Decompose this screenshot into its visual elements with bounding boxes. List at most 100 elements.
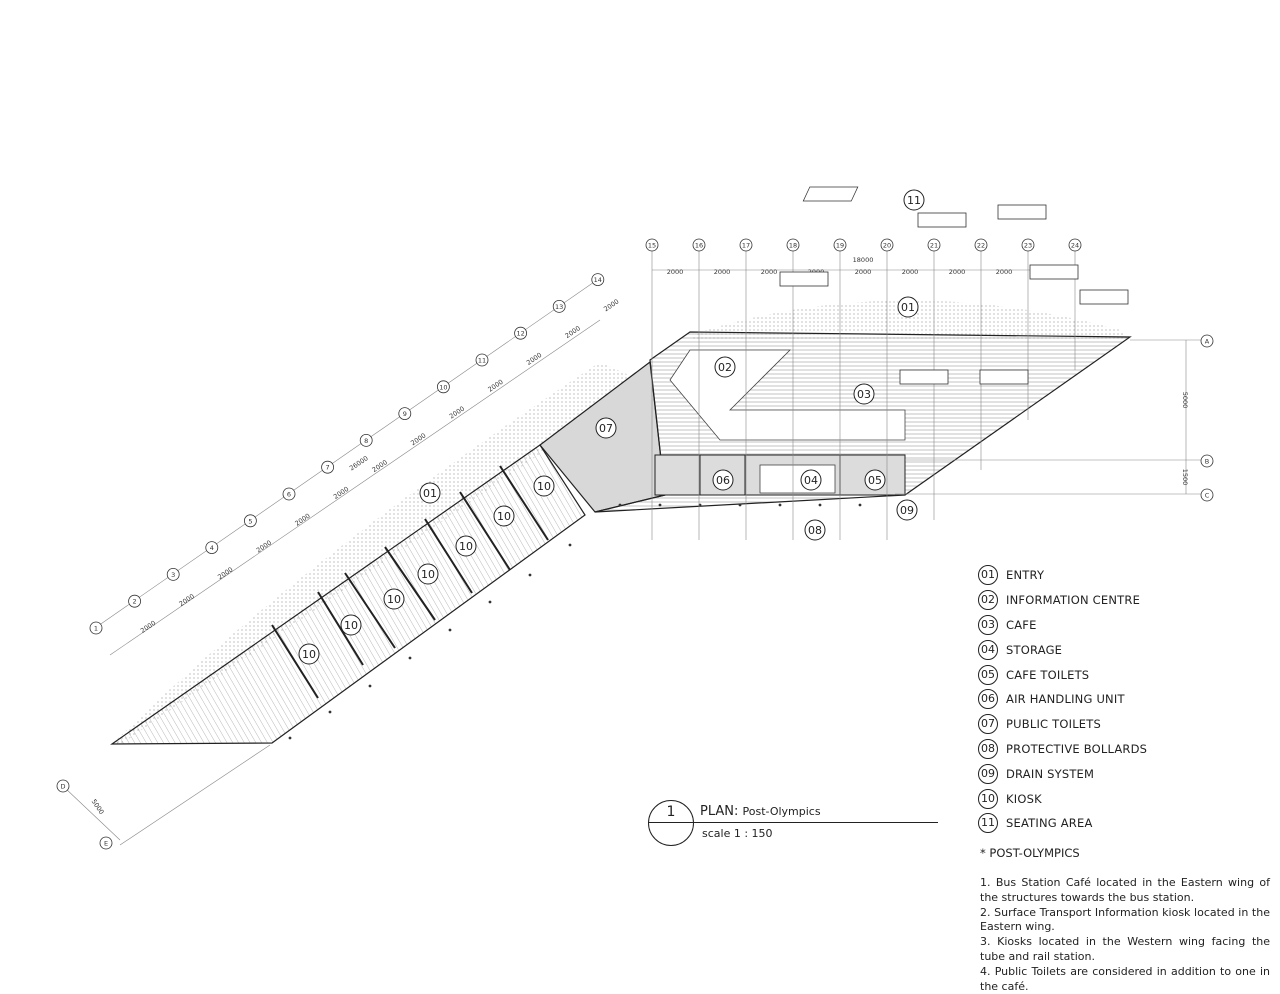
west-axis-bubble [128, 594, 142, 608]
legend-number: 01 [978, 565, 998, 586]
row-dim-ab: 5000 [1181, 392, 1189, 409]
east-span-3: 2000 [761, 268, 778, 276]
east-axis-21: 21 [930, 242, 938, 250]
east-axis-24: 24 [1071, 242, 1079, 250]
west-span-dim: 2000 [602, 297, 620, 313]
west-axis-number: 1 [94, 625, 98, 633]
west-span-dim: 2000 [255, 539, 273, 555]
legend-number: 02 [978, 590, 998, 611]
legend-label: ENTRY [1006, 568, 1045, 583]
row-letter-b: B [1205, 458, 1209, 466]
west-axis-number: 7 [326, 464, 330, 472]
row-letter-a: A [1205, 338, 1210, 346]
legend-label: DRAIN SYSTEM [1006, 766, 1095, 781]
legend-number: 04 [978, 639, 998, 660]
legend-number: 11 [978, 813, 998, 834]
kiosk-label: 10 [537, 480, 551, 493]
west-axis-number: 9 [403, 410, 407, 418]
west-axis-bubble [321, 460, 335, 474]
west-overall-dim: 26000 [348, 454, 370, 472]
drawing-number-circle [648, 800, 694, 846]
room-label-07: 07 [599, 422, 613, 435]
west-axis-bubble [166, 568, 180, 581]
drawing-title-prefix: PLAN: [700, 804, 739, 819]
kiosk-label: 10 [302, 648, 316, 661]
legend-label: CAFE TOILETS [1006, 667, 1090, 682]
drawing-scale: scale 1 : 150 [702, 827, 773, 840]
legend-label: AIR HANDLING UNIT [1006, 692, 1125, 707]
west-axis-bubble [591, 273, 605, 287]
row-letter-c: C [1205, 492, 1210, 500]
west-axis-bubble [205, 541, 219, 554]
east-axis-16: 16 [695, 242, 703, 250]
legend-number: 05 [978, 664, 998, 685]
east-overall-dim: 18000 [853, 256, 874, 264]
notes: 1. Bus Station Café located in the Easte… [980, 876, 1270, 994]
legend-number: 06 [978, 689, 998, 710]
room-label-02: 02 [718, 361, 732, 374]
drawing-title-suffix: Post-Olympics [742, 805, 821, 818]
west-axis-number: 2 [133, 598, 137, 606]
row-letter-e: E [104, 840, 108, 848]
room-label-06: 06 [716, 474, 730, 487]
room-label-03: 03 [857, 388, 871, 401]
west-axis-number: 10 [439, 383, 447, 391]
legend-item: 09 DRAIN SYSTEM [978, 761, 1278, 786]
west-axis-number: 14 [594, 276, 602, 284]
east-span-2: 2000 [714, 268, 731, 276]
east-axis-22: 22 [977, 242, 985, 250]
west-axis-bubble [89, 621, 103, 635]
west-axis-bubble [475, 353, 489, 367]
kiosk-label: 10 [421, 568, 435, 581]
east-axis-19: 19 [836, 242, 844, 250]
west-span-dim: 2000 [216, 565, 234, 581]
west-axis-bubble [282, 487, 296, 501]
west-span-dim: 2000 [371, 458, 389, 474]
legend-label: STORAGE [1006, 642, 1063, 657]
west-axis-bubble [243, 514, 257, 528]
kiosk-label: 10 [459, 540, 473, 553]
legend-label: CAFE [1006, 617, 1037, 632]
east-span-7: 2000 [949, 268, 966, 276]
east-axis-20: 20 [883, 242, 891, 250]
drawing-title-block: 1 PLAN: Post-Olympics scale 1 : 150 [648, 800, 938, 850]
west-span-dim: 2000 [332, 485, 350, 501]
west-span-dim: 2000 [139, 619, 157, 635]
legend-item: 06 AIR HANDLING UNIT [978, 687, 1278, 712]
east-axis-18: 18 [789, 242, 797, 250]
west-axis-number: 8 [364, 437, 368, 445]
east-span-8: 2000 [996, 268, 1013, 276]
west-span-dim: 2000 [525, 351, 543, 367]
row-letter-d: D [60, 783, 65, 791]
legend-label: PUBLIC TOILETS [1006, 717, 1101, 732]
east-axis-23: 23 [1024, 242, 1032, 250]
west-span-dim: 2000 [293, 512, 311, 528]
kiosk-label: 10 [497, 510, 511, 523]
legend-number: 09 [978, 763, 998, 784]
legend-number: 08 [978, 738, 998, 759]
legend-label: KIOSK [1006, 791, 1042, 806]
west-axis-number: 4 [210, 544, 214, 552]
east-span-6: 2000 [902, 268, 919, 276]
west-axis-bubble [436, 380, 450, 394]
west-axis-bubble [359, 433, 373, 447]
canopy-east [690, 300, 1130, 340]
note-3: 3. Kiosks located in the Western wing fa… [980, 935, 1270, 963]
kiosk-label: 10 [344, 619, 358, 632]
note-1: 1. Bus Station Café located in the Easte… [980, 876, 1270, 904]
west-wing-slab [110, 444, 586, 745]
west-axis-bubble [398, 407, 412, 421]
west-axis-bubble [514, 326, 527, 340]
room-label-11: 11 [907, 194, 921, 207]
east-span-1: 2000 [667, 268, 684, 276]
east-axis-15: 15 [648, 242, 656, 250]
room-label-01-entry-east: 01 [901, 301, 915, 314]
west-axis-number: 13 [555, 303, 563, 311]
